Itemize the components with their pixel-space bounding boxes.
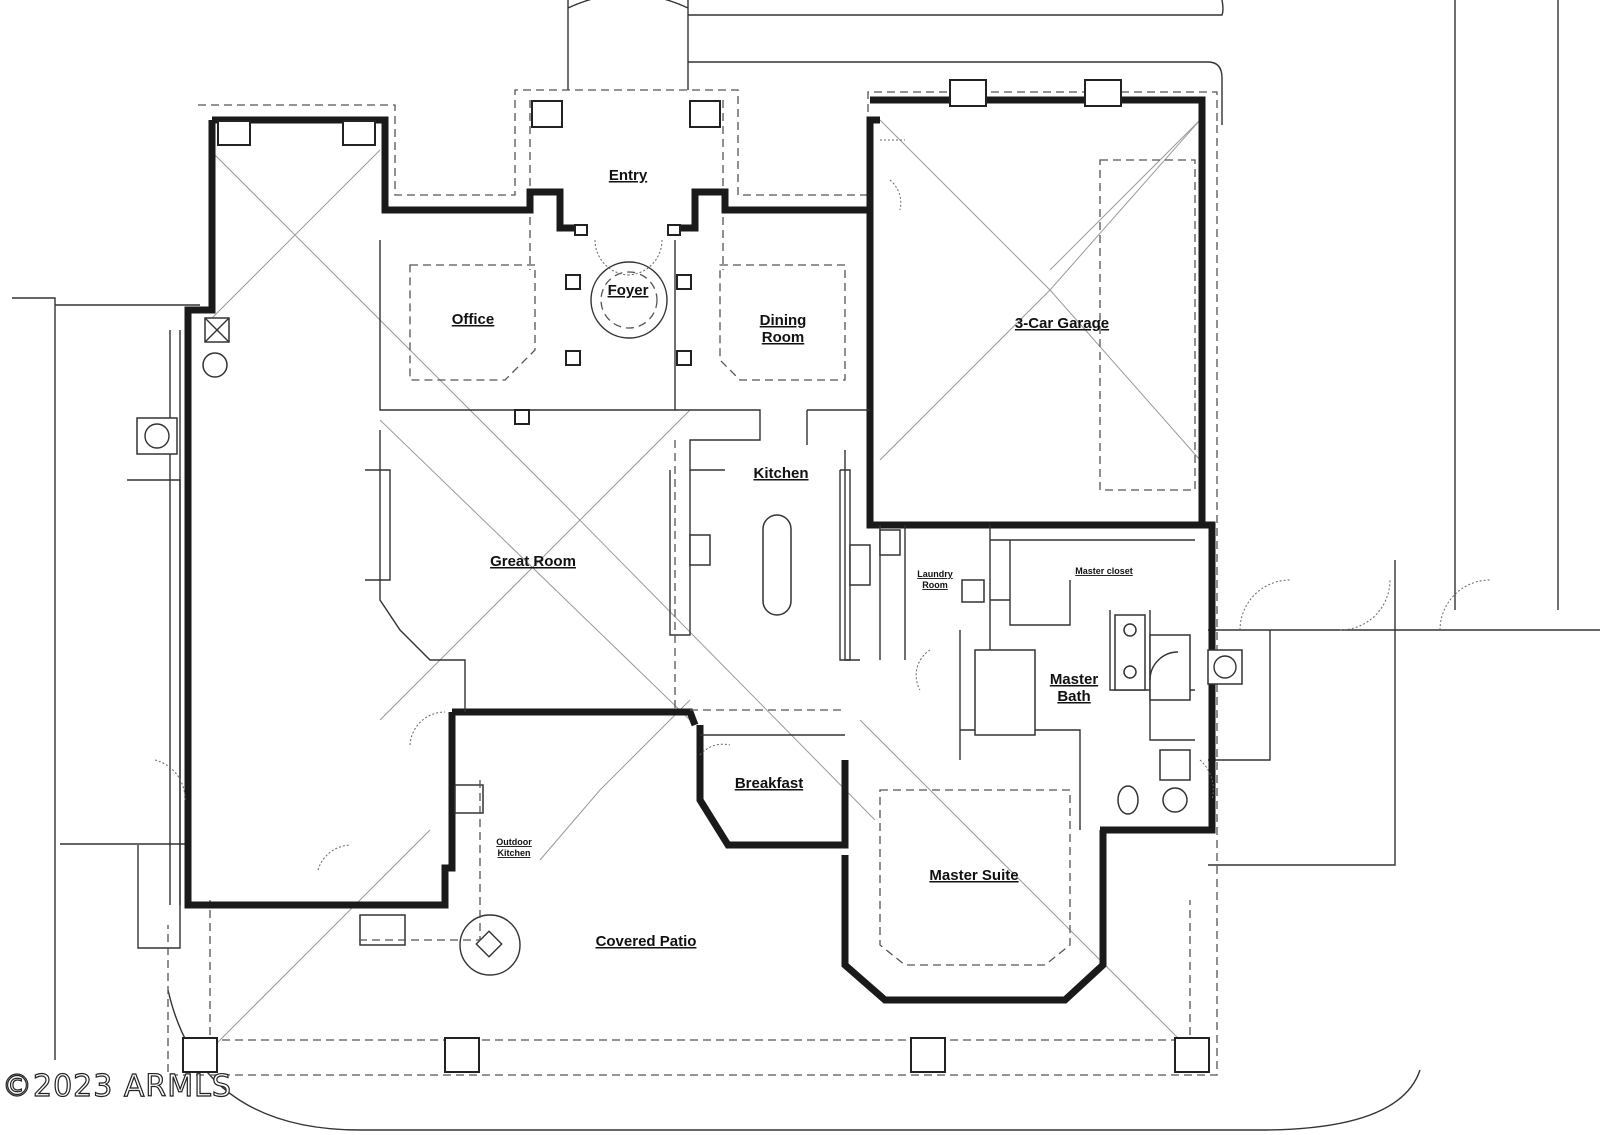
label-master-bath-2: Bath [1057, 688, 1090, 705]
watermark-text: ©2023 ARMLS [2, 1069, 232, 1104]
label-dining-2: Room [762, 329, 805, 346]
label-master-suite: Master Suite [929, 867, 1018, 884]
columns [182, 79, 1210, 1073]
label-breakfast: Breakfast [735, 775, 803, 792]
label-laundry-2: Room [922, 580, 948, 590]
label-entry: Entry [609, 167, 648, 184]
door-swings [154, 139, 1491, 871]
label-master-closet: Master closet [1075, 566, 1133, 576]
label-outdoor-kitchen-2: Kitchen [497, 848, 530, 858]
ceiling-trays [409, 159, 1196, 966]
site-lines [12, 0, 1600, 1131]
label-kitchen: Kitchen [753, 465, 808, 482]
label-garage: 3-Car Garage [1015, 315, 1109, 332]
fixtures [136, 317, 1243, 976]
label-laundry-1: Laundry [917, 569, 953, 579]
label-dining-1: Dining [760, 312, 807, 329]
roof-lines [199, 119, 1201, 1061]
interior-walls [169, 240, 1195, 905]
label-foyer: Foyer [608, 282, 649, 299]
label-great-room: Great Room [490, 553, 576, 570]
room-labels: Entry Office Foyer Dining Room 3-Car Gar… [452, 167, 1133, 950]
label-outdoor-kitchen-1: Outdoor [496, 837, 532, 847]
label-office: Office [452, 311, 495, 328]
label-master-bath-1: Master [1050, 671, 1099, 688]
roof-outline [167, 89, 1218, 1076]
label-covered-patio: Covered Patio [596, 933, 697, 950]
